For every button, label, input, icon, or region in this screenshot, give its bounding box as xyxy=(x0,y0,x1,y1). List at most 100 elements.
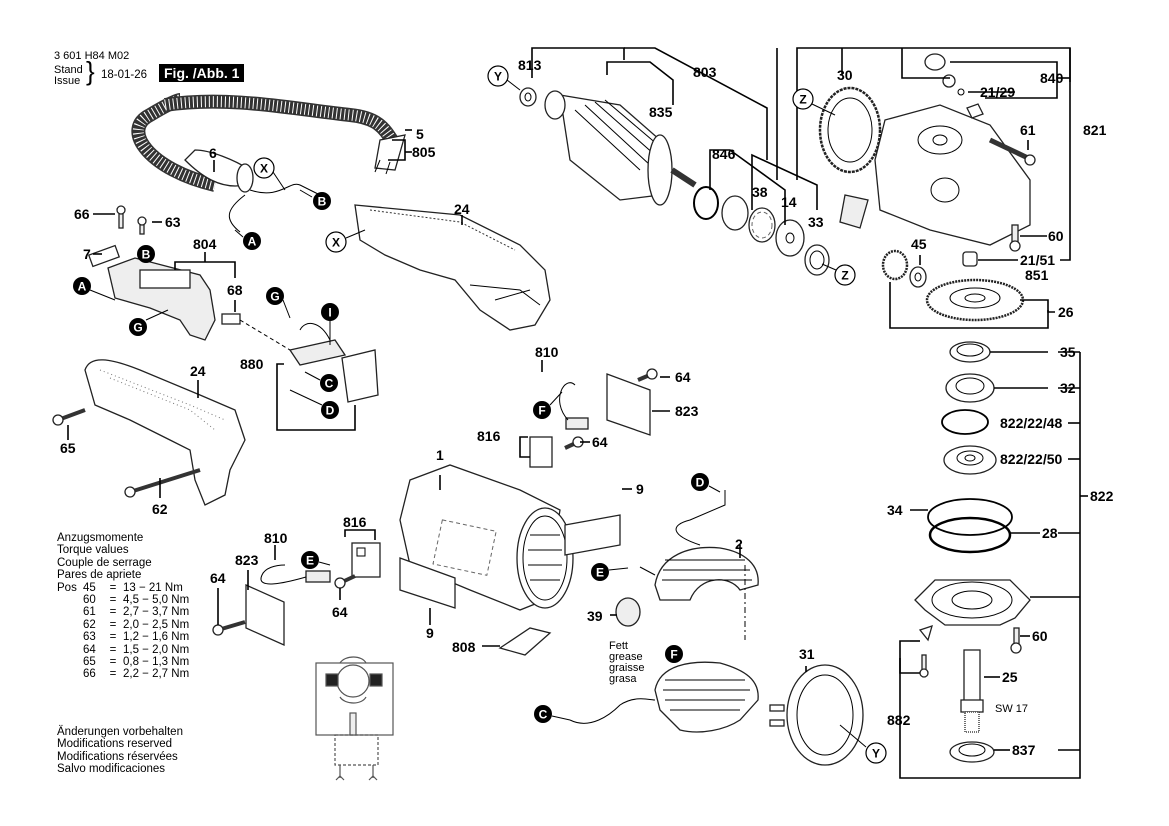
torque-title-es: Pares de apriete xyxy=(57,569,142,582)
torque-eq: = xyxy=(109,631,117,644)
svg-text:B: B xyxy=(318,195,327,209)
label-808: 808 xyxy=(452,639,476,655)
label-823-top: 823 xyxy=(675,403,699,419)
connector-z-nut: Z xyxy=(834,264,856,286)
grease-note-fr: graisse xyxy=(609,662,644,674)
label-31: 31 xyxy=(799,646,815,662)
label-816-top: 816 xyxy=(477,428,501,444)
torque-row: 62=2,0 − 2,5 Nm xyxy=(57,619,189,631)
label-880: 880 xyxy=(240,356,264,372)
label-25: 25 xyxy=(1002,669,1018,685)
figure-label: Fig. /Abb. 1 xyxy=(159,64,245,82)
connector-pointers xyxy=(89,79,867,748)
bearing-14 xyxy=(775,219,805,257)
field-coil-2 xyxy=(654,546,759,601)
label-plate-9-right xyxy=(564,514,621,556)
part-labels: 813 803 835 846 38 14 33 30 840 21/29 61… xyxy=(60,57,1114,758)
circlip-846 xyxy=(693,186,719,220)
label-39: 39 xyxy=(587,608,603,624)
connector-i-880: I xyxy=(321,303,339,321)
brush-cap-823-left xyxy=(245,583,285,647)
label-45: 45 xyxy=(911,236,927,252)
svg-text:Z: Z xyxy=(799,93,806,107)
handle-24-bottom xyxy=(84,359,246,506)
label-882: 882 xyxy=(887,712,911,728)
ring-38 xyxy=(748,207,776,243)
svg-text:A: A xyxy=(248,235,257,249)
svg-text:C: C xyxy=(539,708,548,722)
pinion xyxy=(881,249,909,281)
modifications-fr: Modifications réservées xyxy=(57,750,178,763)
screws-882 xyxy=(918,624,933,678)
label-803: 803 xyxy=(693,64,717,80)
label-846: 846 xyxy=(712,146,736,162)
torque-eq: = xyxy=(109,606,117,619)
torque-eq: = xyxy=(109,643,117,656)
label-33: 33 xyxy=(808,214,824,230)
label-21-51: 21/51 xyxy=(1020,252,1055,268)
grease-note-en: grease xyxy=(609,651,643,663)
torque-row: 60=4,5 − 5,0 Nm xyxy=(57,594,189,606)
clamp-34 xyxy=(927,498,1013,536)
label-32: 32 xyxy=(1060,380,1076,396)
label-14: 14 xyxy=(781,194,797,210)
wrench-size-note: SW 17 xyxy=(995,703,1028,715)
svg-text:D: D xyxy=(696,476,705,490)
torque-title-fr: Couple de serrage xyxy=(57,556,152,569)
gear-head-housing xyxy=(874,104,1031,246)
torque-value: 1,5 − 2,0 Nm xyxy=(123,643,190,656)
torque-pos: 60 xyxy=(83,594,96,607)
svg-text:C: C xyxy=(325,377,334,391)
label-804: 804 xyxy=(193,236,217,252)
screw-60-top xyxy=(1009,224,1021,252)
brush-810-top xyxy=(559,382,589,430)
screw-64-left xyxy=(212,620,246,636)
torque-pos: 64 xyxy=(83,643,96,656)
grease-note-de: Fett xyxy=(609,640,628,652)
connector-markers: B A B A G G I C D F D E E F C X X Y Z Z … xyxy=(73,65,887,764)
label-62: 62 xyxy=(152,501,168,517)
torque-value: 0,8 − 1,3 Nm xyxy=(123,656,190,669)
label-835: 835 xyxy=(649,104,673,120)
switch-assembly xyxy=(87,244,216,341)
torque-table: Anzugsmomente Torque values Couple de se… xyxy=(57,532,189,681)
svg-text:D: D xyxy=(326,404,335,418)
connector-d-coil: D xyxy=(691,473,709,491)
label-810-top: 810 xyxy=(535,344,559,360)
brush-cap-823-top xyxy=(606,373,651,436)
svg-text:I: I xyxy=(328,306,331,320)
torque-pos: 45 xyxy=(83,581,96,594)
connector-z-gear: Z xyxy=(792,88,814,110)
connector-e-left: E xyxy=(301,551,319,569)
connector-c-coil: C xyxy=(534,705,552,723)
connector-b-cord: B xyxy=(313,192,331,210)
bearing-822-22-50 xyxy=(943,445,997,475)
issue-date: 18-01-26 xyxy=(101,69,148,81)
label-28: 28 xyxy=(1042,525,1058,541)
connector-x-cord: X xyxy=(253,157,275,179)
modifications-de: Änderungen vorbehalten xyxy=(57,726,183,738)
label-plate-9-left xyxy=(399,557,456,609)
washer-846 xyxy=(721,195,749,231)
part-number: 3 601 H84 M02 xyxy=(54,50,130,62)
label-64-mid: 64 xyxy=(592,434,608,450)
svg-text:X: X xyxy=(260,162,268,176)
label-822-22-48: 822/22/48 xyxy=(1000,415,1062,431)
pos-label: Pos xyxy=(57,581,77,594)
torque-value: 13 − 21 Nm xyxy=(123,581,183,594)
torque-value: 2,2 − 2,7 Nm xyxy=(123,668,190,681)
torque-pos: 66 xyxy=(83,668,96,681)
armature-835 xyxy=(544,90,697,206)
label-6: 6 xyxy=(209,145,217,161)
label-63: 63 xyxy=(165,214,181,230)
bearing-flange xyxy=(914,579,1031,626)
connector-a-switch: A xyxy=(73,277,91,295)
bearing-813 xyxy=(519,87,537,107)
label-9-left: 9 xyxy=(426,625,434,641)
label-64-top: 64 xyxy=(675,369,691,385)
label-2: 2 xyxy=(735,536,743,552)
connector-y-plate: Y xyxy=(865,742,887,764)
power-cord xyxy=(131,93,401,193)
bearing-plate-31 xyxy=(769,664,864,766)
